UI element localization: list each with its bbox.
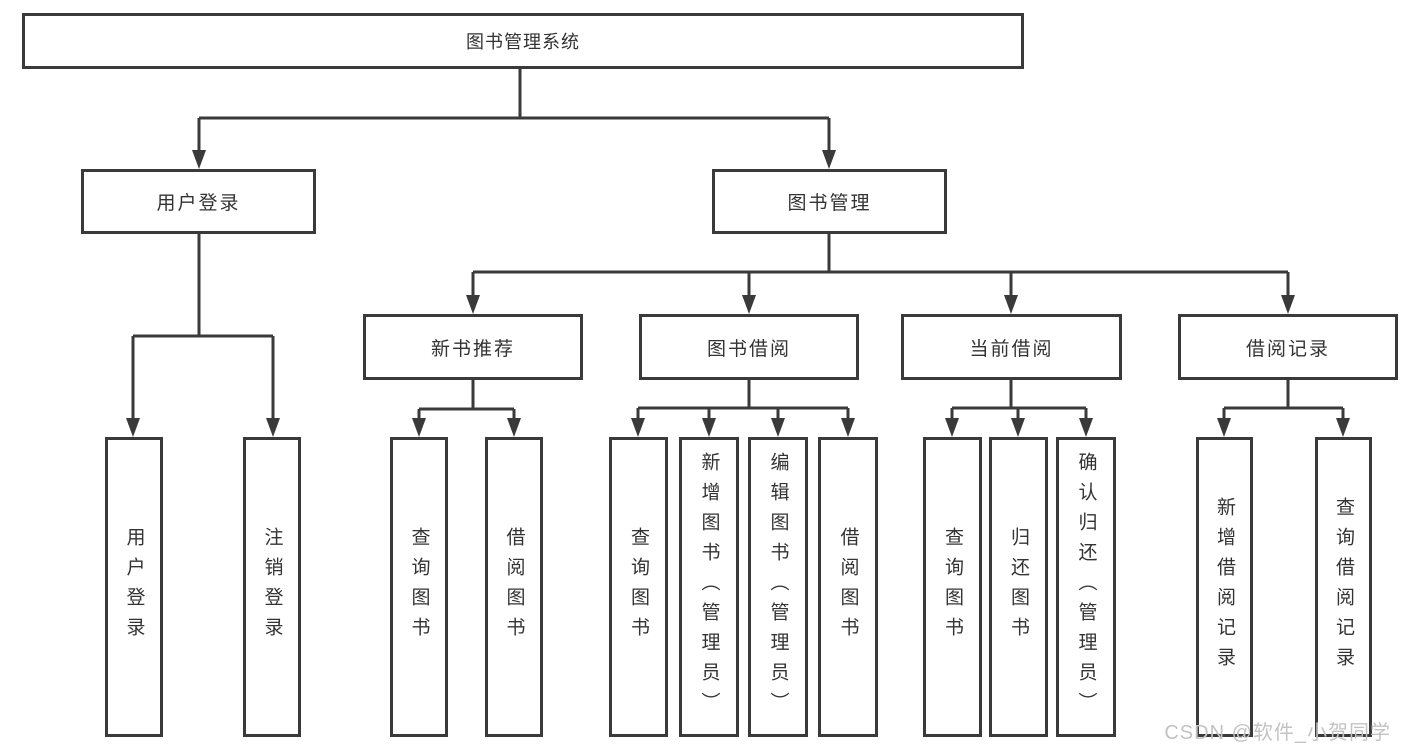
leaf-query-borrow-record: 查询借阅记录 <box>1315 437 1372 737</box>
leaf-query-books-recommend: 查询图书 <box>390 437 448 737</box>
leaf-query-books-borrowing-label: 查询图书 <box>628 527 649 647</box>
leaf-query-books-recommend-label: 查询图书 <box>408 527 430 647</box>
node-root-label: 图书管理系统 <box>466 32 580 52</box>
leaf-user-login: 用户登录 <box>105 437 163 737</box>
node-book-management: 图书管理 <box>712 169 947 234</box>
leaf-edit-books-admin-label: 编辑图书（管理员） <box>767 452 789 722</box>
node-borrow-records-label: 借阅记录 <box>1245 338 1330 360</box>
leaf-confirm-return-admin-label: 确认归还（管理员） <box>1075 452 1097 722</box>
node-book-management-label: 图书管理 <box>787 193 872 214</box>
leaf-confirm-return-admin: 确认归还（管理员） <box>1056 437 1116 737</box>
node-current-borrowing: 当前借阅 <box>901 314 1122 380</box>
leaf-user-login-label: 用户登录 <box>123 527 145 647</box>
node-borrow-records: 借阅记录 <box>1178 314 1398 380</box>
leaf-add-books-admin: 新增图书（管理员） <box>679 437 739 737</box>
node-current-borrowing-label: 当前借阅 <box>969 338 1054 360</box>
leaf-borrow-books-label: 借阅图书 <box>837 527 859 647</box>
leaf-query-books-current: 查询图书 <box>923 437 982 737</box>
leaf-borrow-books: 借阅图书 <box>818 437 878 737</box>
leaf-return-books: 归还图书 <box>989 437 1048 737</box>
watermark-text: CSDN @软件_小贺同学 <box>1164 722 1391 744</box>
node-new-book-recommend-label: 新书推荐 <box>430 338 515 360</box>
arrowheads <box>126 150 1350 437</box>
leaf-add-borrow-record: 新增借阅记录 <box>1196 437 1253 737</box>
leaf-add-books-admin-label: 新增图书（管理员） <box>698 452 720 722</box>
leaf-query-books-borrowing: 查询图书 <box>609 437 668 737</box>
node-user-login: 用户登录 <box>81 169 316 234</box>
leaf-query-books-current-label: 查询图书 <box>942 527 963 647</box>
node-user-login-label: 用户登录 <box>156 193 241 214</box>
leaf-add-borrow-record-label: 新增借阅记录 <box>1214 497 1235 677</box>
leaf-borrow-books-recommend-label: 借阅图书 <box>503 527 525 647</box>
leaf-logout: 注销登录 <box>243 437 301 737</box>
node-book-borrowing: 图书借阅 <box>639 314 859 380</box>
node-new-book-recommend: 新书推荐 <box>363 314 583 380</box>
leaf-edit-books-admin: 编辑图书（管理员） <box>748 437 808 737</box>
leaf-return-books-label: 归还图书 <box>1008 527 1029 647</box>
node-root: 图书管理系统 <box>22 13 1024 69</box>
leaf-borrow-books-recommend: 借阅图书 <box>485 437 543 737</box>
leaf-query-borrow-record-label: 查询借阅记录 <box>1333 497 1354 677</box>
leaf-logout-label: 注销登录 <box>261 527 283 647</box>
node-book-borrowing-label: 图书借阅 <box>706 338 791 360</box>
